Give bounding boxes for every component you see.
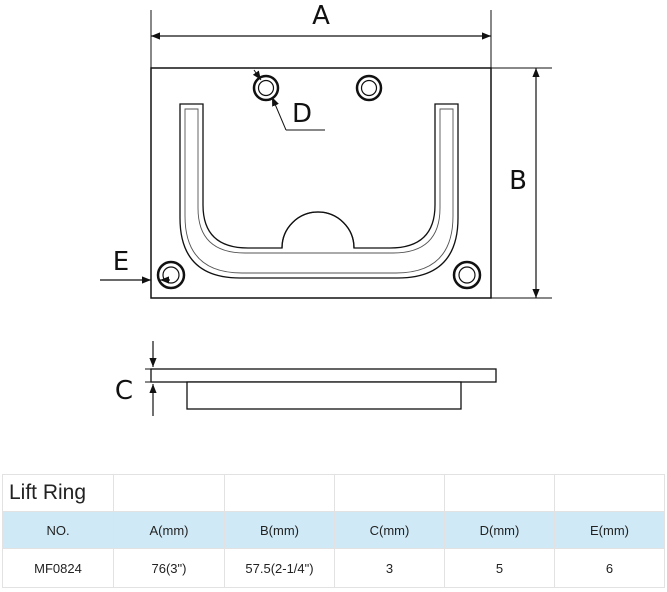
column-header: D(mm): [444, 511, 555, 549]
mounting-hole-bottom-right: [452, 260, 482, 290]
dimension-b: B: [491, 67, 552, 299]
mounting-hole-bottom-left: [156, 260, 186, 290]
dimension-a: A: [150, 1, 492, 68]
dimension-d: D: [252, 69, 325, 131]
dimension-e-label: E: [113, 247, 129, 277]
table-cell: 76(3"): [113, 548, 225, 588]
table-cell: 6: [554, 548, 665, 588]
dimension-a-label: A: [312, 1, 330, 31]
dimension-e: E: [100, 247, 170, 298]
table-title: Lift Ring: [2, 474, 114, 512]
column-header: C(mm): [334, 511, 445, 549]
column-header: E(mm): [554, 511, 665, 549]
ring-recess-inner: [184, 108, 454, 274]
dimension-c-label: C: [115, 376, 133, 406]
column-header: A(mm): [113, 511, 225, 549]
column-header: NO.: [2, 511, 114, 549]
ring-recess-outer: [179, 103, 459, 279]
dimension-b-label: B: [509, 166, 527, 196]
table-cell: 5: [444, 548, 555, 588]
spec-table: Lift Ring NO. A(mm) B(mm) C(mm) D(mm) E(…: [2, 474, 665, 588]
finger-notch: [281, 211, 355, 249]
table-row: MF0824 76(3") 57.5(2-1/4") 3 5 6: [2, 548, 665, 588]
dimension-c: C: [115, 341, 157, 416]
table-cell: 57.5(2-1/4"): [224, 548, 335, 588]
side-view: [150, 368, 497, 410]
dimension-d-label: D: [292, 99, 312, 129]
column-header: B(mm): [224, 511, 335, 549]
mounting-hole-top-right: [355, 74, 383, 102]
plate-outline: [150, 67, 492, 299]
table-cell: MF0824: [2, 548, 114, 588]
table-cell: 3: [334, 548, 445, 588]
table-header-row: NO. A(mm) B(mm) C(mm) D(mm) E(mm): [2, 511, 665, 549]
table-title-row: Lift Ring: [2, 474, 665, 512]
mounting-hole-top-left: [252, 74, 280, 102]
technical-drawing: A B D E C: [100, 1, 552, 416]
